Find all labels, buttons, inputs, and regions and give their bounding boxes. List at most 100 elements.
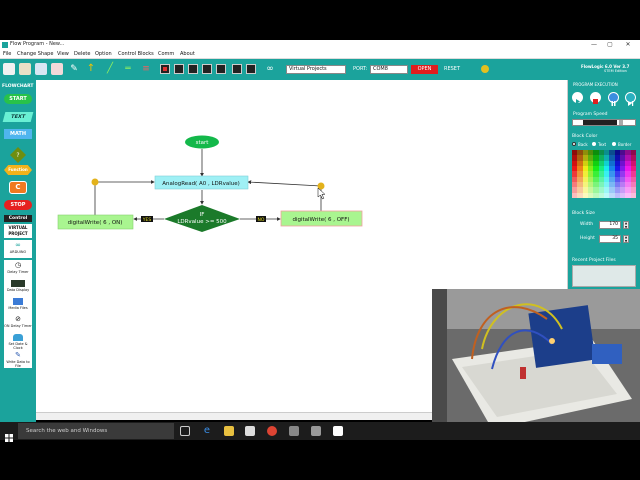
- color-swatch[interactable]: [625, 171, 631, 177]
- radio-back[interactable]: [572, 142, 576, 146]
- color-swatch[interactable]: [582, 192, 588, 198]
- menu-view[interactable]: View: [57, 51, 69, 57]
- close-button[interactable]: ✕: [625, 41, 631, 48]
- palette-stop-block[interactable]: STOP: [4, 200, 32, 210]
- color-swatch[interactable]: [588, 160, 594, 166]
- color-swatch[interactable]: [620, 182, 626, 188]
- radio-border[interactable]: [612, 142, 616, 146]
- write-on-block[interactable]: [57, 214, 134, 230]
- start-node[interactable]: [185, 135, 219, 149]
- color-swatch[interactable]: [625, 187, 631, 193]
- color-swatch[interactable]: [582, 171, 588, 177]
- radio-text[interactable]: [592, 142, 596, 146]
- speed-slider-thumb[interactable]: [619, 120, 623, 125]
- color-swatch[interactable]: [620, 160, 626, 166]
- explorer-icon[interactable]: [224, 426, 234, 436]
- color-swatch[interactable]: [593, 187, 599, 193]
- color-swatch[interactable]: [609, 171, 615, 177]
- color-swatch[interactable]: [593, 160, 599, 166]
- color-swatch[interactable]: [620, 187, 626, 193]
- color-swatch[interactable]: [598, 150, 604, 156]
- palette-text-block[interactable]: TEXT: [2, 112, 34, 122]
- color-swatch[interactable]: [609, 155, 615, 161]
- wand-icon[interactable]: ✎: [68, 63, 80, 75]
- shape-red-square-icon[interactable]: [160, 64, 170, 74]
- color-swatch[interactable]: [577, 192, 583, 198]
- color-swatch[interactable]: [630, 155, 636, 161]
- color-swatch[interactable]: [620, 166, 626, 172]
- color-swatch[interactable]: [609, 160, 615, 166]
- color-swatch[interactable]: [593, 192, 599, 198]
- color-swatch[interactable]: [604, 187, 610, 193]
- delete-line-icon[interactable]: ≡: [140, 63, 152, 75]
- color-swatch[interactable]: [577, 155, 583, 161]
- color-swatch[interactable]: [588, 171, 594, 177]
- color-swatch[interactable]: [614, 182, 620, 188]
- recent-files-list[interactable]: [572, 265, 636, 287]
- color-swatch[interactable]: [620, 155, 626, 161]
- color-swatch[interactable]: [593, 176, 599, 182]
- color-swatch[interactable]: [593, 166, 599, 172]
- speed-slider[interactable]: [572, 119, 636, 126]
- port-select[interactable]: COM8: [370, 65, 408, 74]
- reset-button[interactable]: RESET: [440, 65, 464, 74]
- flowlogic-taskbar-icon[interactable]: [333, 426, 343, 436]
- color-swatch[interactable]: [577, 182, 583, 188]
- color-swatch[interactable]: [572, 166, 578, 172]
- color-swatch[interactable]: [577, 171, 583, 177]
- open-file-icon[interactable]: [19, 63, 31, 75]
- palette-media-files[interactable]: Media Files: [4, 296, 32, 314]
- color-swatch[interactable]: [598, 187, 604, 193]
- palette-arduino[interactable]: ∞ ARDUINO: [4, 240, 32, 258]
- print-icon[interactable]: [51, 63, 63, 75]
- line-icon[interactable]: ╱: [104, 63, 116, 75]
- color-swatch[interactable]: [630, 171, 636, 177]
- color-swatch[interactable]: [609, 182, 615, 188]
- color-swatch[interactable]: [582, 182, 588, 188]
- color-swatch[interactable]: [598, 176, 604, 182]
- save-icon[interactable]: [35, 63, 47, 75]
- palette-start-block[interactable]: START: [4, 94, 32, 104]
- color-swatch[interactable]: [630, 166, 636, 172]
- palette-math-block[interactable]: MATH: [4, 129, 32, 139]
- color-swatch[interactable]: [582, 166, 588, 172]
- color-swatch[interactable]: [572, 160, 578, 166]
- windows-start-icon[interactable]: [5, 427, 13, 442]
- color-swatch[interactable]: [577, 166, 583, 172]
- color-swatch[interactable]: [577, 176, 583, 182]
- palette-function-block[interactable]: Function: [4, 165, 32, 175]
- palette-data-display[interactable]: Data Display: [4, 278, 32, 296]
- menu-control-blocks[interactable]: Control Blocks: [118, 51, 154, 57]
- play-button[interactable]: [572, 92, 583, 104]
- color-swatch[interactable]: [593, 171, 599, 177]
- color-swatch[interactable]: [630, 176, 636, 182]
- color-swatch[interactable]: [614, 150, 620, 156]
- color-swatch[interactable]: [572, 150, 578, 156]
- color-swatch[interactable]: [577, 187, 583, 193]
- color-swatch[interactable]: [572, 182, 578, 188]
- color-swatch[interactable]: [588, 150, 594, 156]
- junction-dot-right[interactable]: [317, 182, 325, 190]
- color-swatch[interactable]: [630, 192, 636, 198]
- color-swatch[interactable]: [604, 150, 610, 156]
- app-icon-1[interactable]: [289, 426, 299, 436]
- color-swatch[interactable]: [604, 155, 610, 161]
- write-off-block[interactable]: [280, 210, 363, 227]
- width-stepper[interactable]: ▲▼: [623, 221, 629, 229]
- maximize-button[interactable]: ▢: [607, 41, 613, 48]
- color-swatch[interactable]: [620, 192, 626, 198]
- color-swatch[interactable]: [625, 150, 631, 156]
- color-swatch[interactable]: [593, 150, 599, 156]
- color-swatch[interactable]: [630, 160, 636, 166]
- color-swatch[interactable]: [582, 150, 588, 156]
- shape-square-icon[interactable]: [188, 64, 198, 74]
- horizontal-scrollbar[interactable]: [36, 412, 432, 420]
- pause-button[interactable]: [608, 92, 619, 106]
- color-swatch[interactable]: [582, 155, 588, 161]
- color-swatch[interactable]: [593, 155, 599, 161]
- shape-diag-icon[interactable]: [216, 64, 226, 74]
- infinity-icon[interactable]: ∞: [264, 63, 276, 75]
- color-swatch[interactable]: [604, 171, 610, 177]
- edge-icon[interactable]: e: [203, 425, 211, 436]
- decision-block[interactable]: [164, 205, 240, 232]
